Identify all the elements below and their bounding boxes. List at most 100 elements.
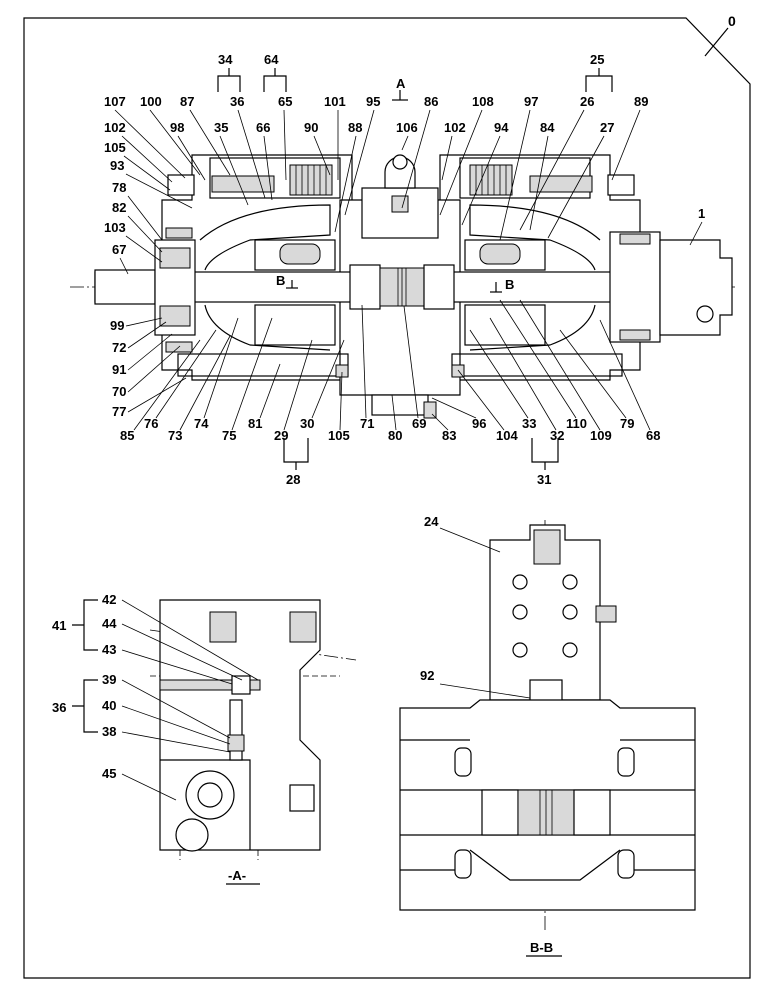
section-marker-b-left: B <box>276 273 285 288</box>
view-a-bolt-left <box>209 611 237 643</box>
callout-102-right: 102 <box>444 120 466 135</box>
callout-91: 91 <box>112 362 126 377</box>
callout-93: 93 <box>110 158 124 173</box>
callout-44: 44 <box>102 616 117 631</box>
callout-109: 109 <box>590 428 612 443</box>
callout-27: 27 <box>600 120 614 135</box>
left-swash-cavity <box>199 204 331 271</box>
callouts-top-row-2: 102 98 35 66 90 88 106 102 94 84 27 <box>104 120 614 239</box>
view-bb-title: B-B <box>530 940 553 955</box>
callout-1: 1 <box>698 206 705 221</box>
callout-78: 78 <box>112 180 126 195</box>
callout-36-top: 36 <box>230 94 244 109</box>
group-28: 28 <box>286 472 300 487</box>
callout-86: 86 <box>424 94 438 109</box>
callout-76: 76 <box>144 416 158 431</box>
bb-lower-v-groove <box>469 849 621 881</box>
callout-94: 94 <box>494 120 509 135</box>
left-nut <box>167 174 195 196</box>
callout-75: 75 <box>222 428 236 443</box>
callout-65: 65 <box>278 94 292 109</box>
view-a-cover <box>160 759 251 850</box>
left-lower-cylinder <box>254 304 336 346</box>
group-41: 41 <box>52 618 66 633</box>
sheet-number-leader <box>704 27 729 57</box>
callout-105-left: 105 <box>104 140 126 155</box>
view-a-port-inner <box>197 782 223 808</box>
callout-99: 99 <box>110 318 124 333</box>
callout-35: 35 <box>214 120 228 135</box>
rear-cover <box>609 231 661 343</box>
bb-shoe-left-bottom <box>454 849 472 879</box>
callouts-bottom: 99 72 91 70 77 85 76 73 74 75 81 29 30 <box>110 299 660 443</box>
right-lower-cylinder <box>464 304 546 346</box>
shaft-spline-right <box>423 264 455 310</box>
top-center-valve <box>391 195 409 213</box>
group-64: 64 <box>264 52 279 67</box>
callout-108: 108 <box>472 94 494 109</box>
left-swash-lower <box>204 304 331 351</box>
bb-shoe-right-top <box>617 747 635 777</box>
right-swash-lower <box>469 304 596 351</box>
callout-24: 24 <box>424 514 439 529</box>
left-regulator-coil <box>289 164 333 196</box>
callout-32: 32 <box>550 428 564 443</box>
bb-side-nut <box>595 605 617 623</box>
callout-68: 68 <box>646 428 660 443</box>
callout-90: 90 <box>304 120 318 135</box>
callout-42: 42 <box>102 592 116 607</box>
callout-74: 74 <box>194 416 209 431</box>
lifting-eye-hole <box>392 154 408 170</box>
callout-66: 66 <box>256 120 270 135</box>
callout-30: 30 <box>300 416 314 431</box>
group-36: 36 <box>52 700 66 715</box>
callout-29: 29 <box>274 428 288 443</box>
view-a-link-nut <box>227 734 245 752</box>
callout-96: 96 <box>472 416 486 431</box>
callout-43: 43 <box>102 642 116 657</box>
callout-92: 92 <box>420 668 434 683</box>
center-bottom-port <box>371 394 429 416</box>
callout-105-bottom: 105 <box>328 428 350 443</box>
left-threaded-rod <box>211 175 275 193</box>
view-a-bolt-right <box>289 611 317 643</box>
callout-69: 69 <box>412 416 426 431</box>
bottom-plug-center <box>423 401 437 419</box>
bb-top-plug <box>533 529 561 565</box>
callout-110: 110 <box>566 416 587 431</box>
callout-106: 106 <box>396 120 418 135</box>
view-a: 41 36 42 44 43 39 40 38 45 -A- <box>52 592 357 885</box>
left-piston <box>279 243 321 265</box>
group-25: 25 <box>590 52 604 67</box>
main-pump-view: A B B 34 64 25 28 31 107 100 87 36 65 <box>70 52 735 487</box>
callout-97: 97 <box>524 94 538 109</box>
callout-85: 85 <box>120 428 134 443</box>
view-a-title: -A- <box>228 868 246 883</box>
callout-81: 81 <box>248 416 262 431</box>
callout-104: 104 <box>496 428 518 443</box>
callout-67: 67 <box>112 242 126 257</box>
sheet-border <box>23 17 751 979</box>
callout-101: 101 <box>324 94 346 109</box>
right-nut <box>607 174 635 196</box>
rear-bolt-bottom <box>619 329 651 341</box>
callout-89: 89 <box>634 94 648 109</box>
rear-bolt-top <box>619 233 651 245</box>
group-31: 31 <box>537 472 551 487</box>
callout-95: 95 <box>366 94 380 109</box>
gear-pump-port <box>696 305 714 323</box>
bb-coupling-left <box>481 789 519 836</box>
view-bb: 24 92 B-B <box>399 514 696 957</box>
callout-40: 40 <box>102 698 116 713</box>
bb-bearing-3 <box>512 604 528 620</box>
callouts-left-column: 105 93 78 82 103 67 1 <box>104 140 705 275</box>
callout-82: 82 <box>112 200 126 215</box>
callout-107: 107 <box>104 94 126 109</box>
sheet-number-label: 0 <box>728 13 736 29</box>
view-a-rod <box>159 679 261 691</box>
bb-bearing-6 <box>562 642 578 658</box>
callout-45: 45 <box>102 766 116 781</box>
section-marker-a: A <box>396 76 406 91</box>
shaft-spline-left <box>349 264 381 310</box>
